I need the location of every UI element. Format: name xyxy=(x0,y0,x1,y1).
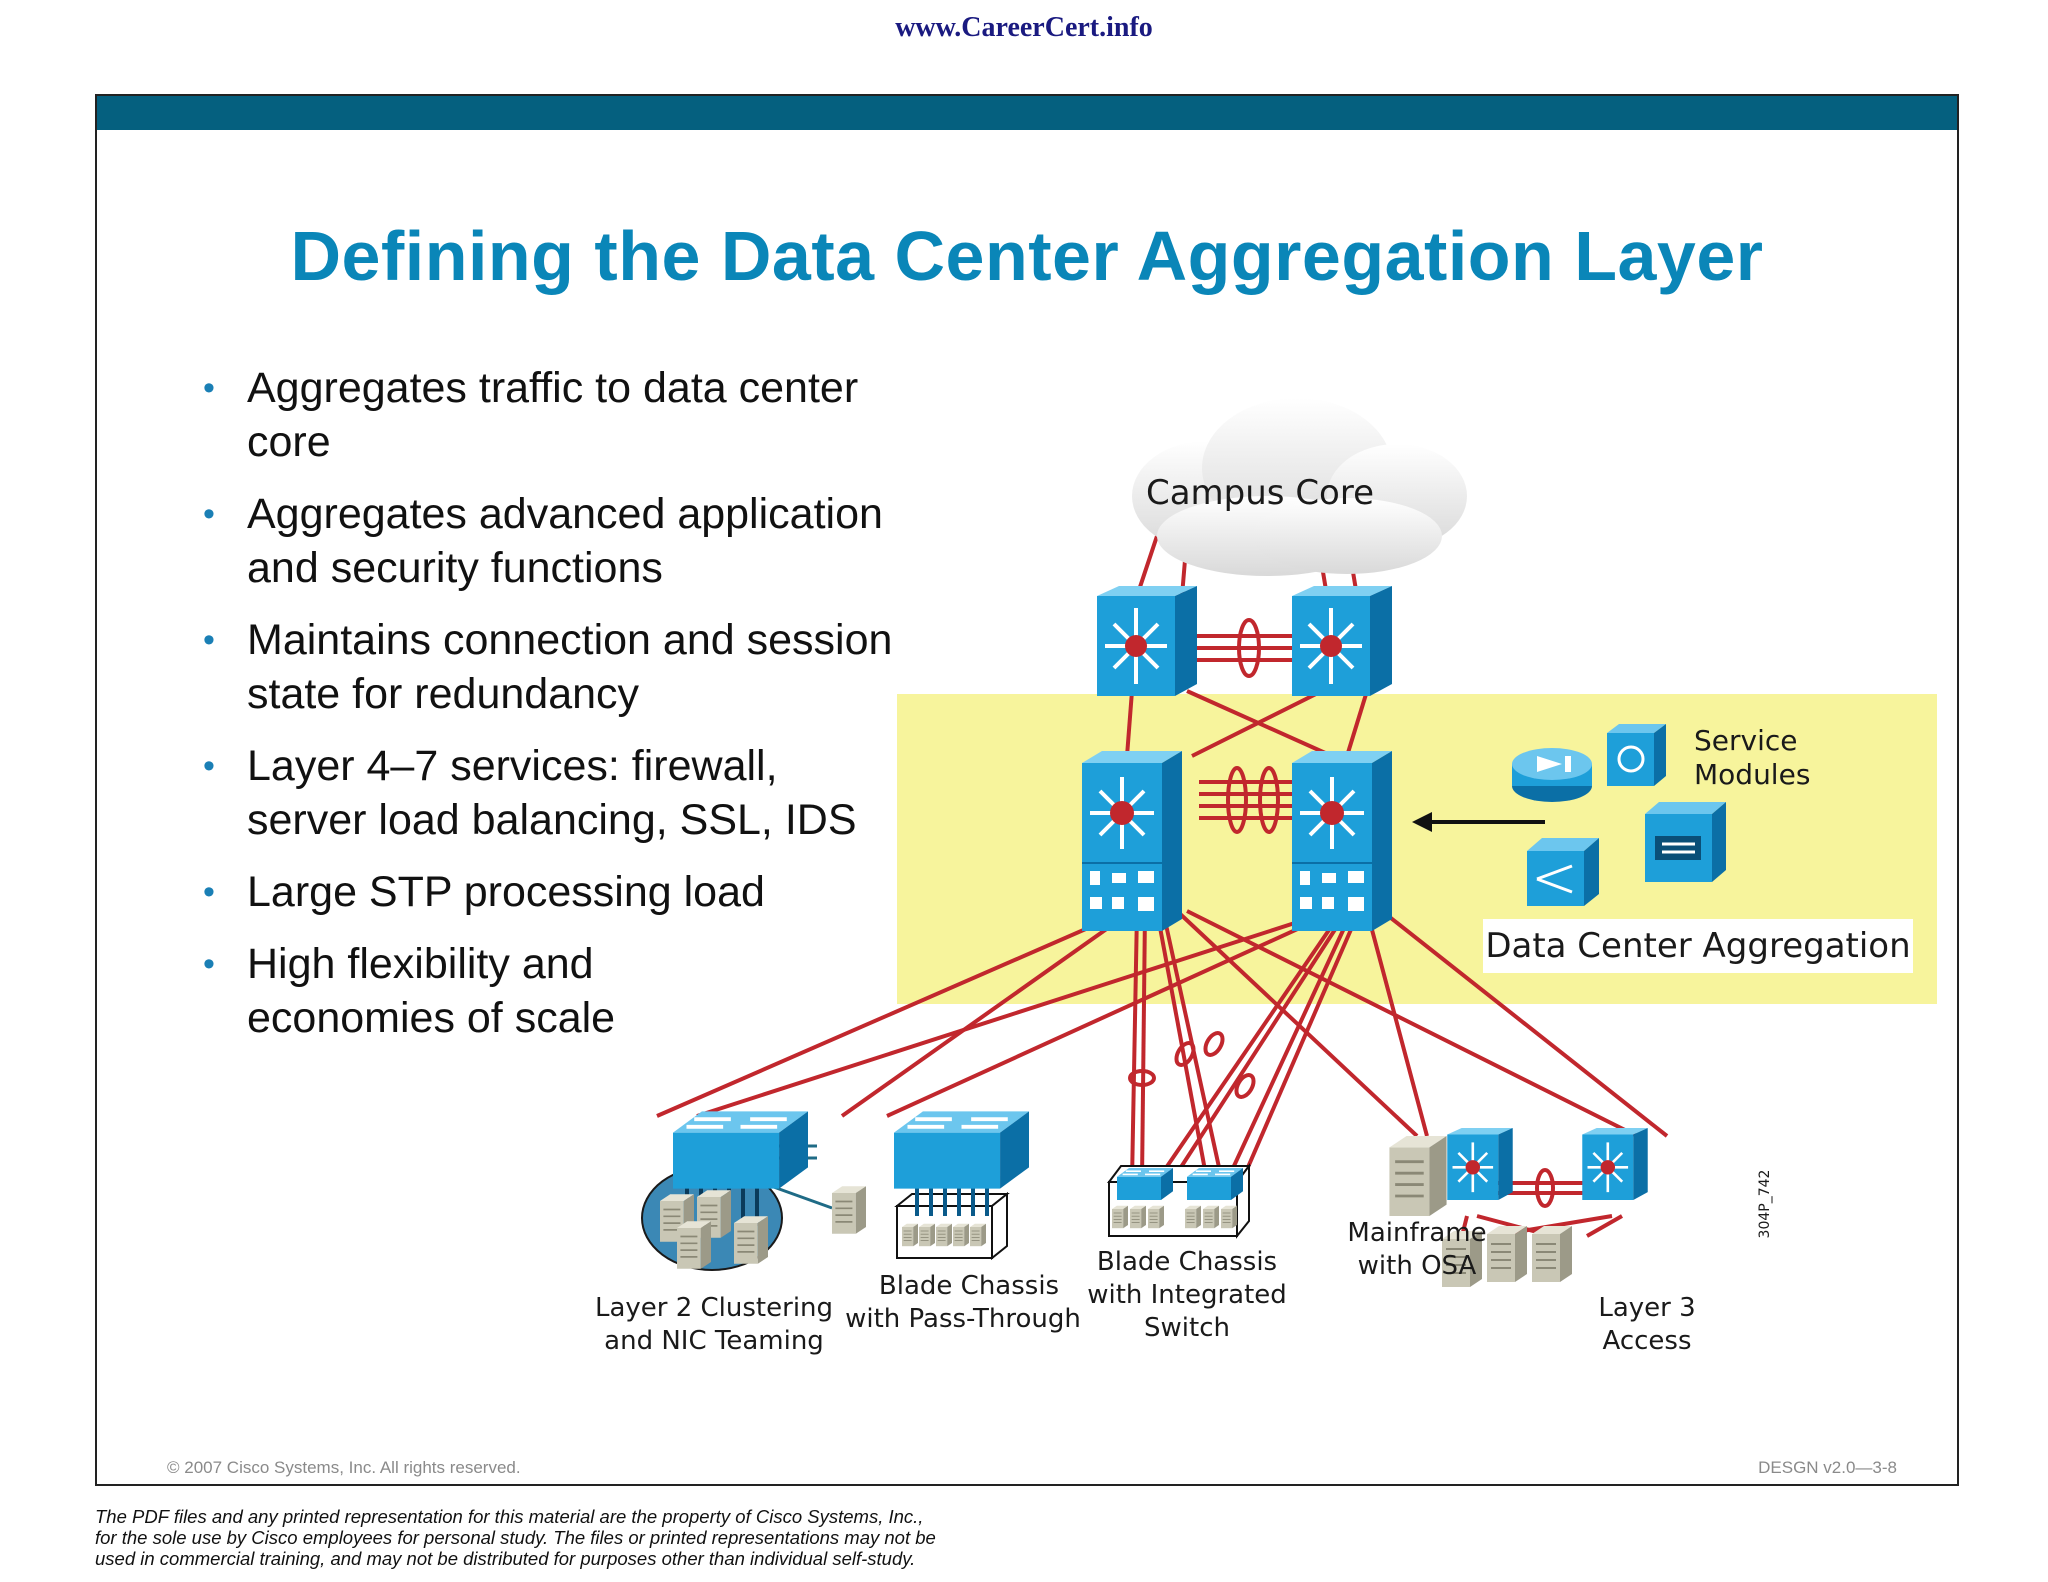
campus-core-cloud xyxy=(1132,398,1467,576)
aggregation-label-box xyxy=(1483,919,1913,973)
bullet-dot: • xyxy=(203,621,215,659)
bullet-dot: • xyxy=(203,873,215,911)
bullet-item: • Maintains connection and session state f… xyxy=(147,613,947,721)
bullet-line: state for redundancy xyxy=(247,670,640,718)
mainframe-icon xyxy=(1387,1136,1449,1216)
bullet-item: • High flexibility and economies of scale xyxy=(147,937,947,1045)
arrow-left-icon xyxy=(1412,812,1545,832)
aggregation-label: Data Center Aggregation xyxy=(1485,926,1910,966)
aggregation-switch-right xyxy=(1292,751,1392,931)
bullet-dot: • xyxy=(203,747,215,785)
blade-passthrough-group xyxy=(894,1111,1029,1261)
bullet-line: Maintains connection and session xyxy=(247,616,893,664)
course-code: DESGN v2.0—3-8 xyxy=(1758,1458,1897,1477)
header-url: www.CareerCert.info xyxy=(895,12,1153,43)
disclaimer-line: used in commercial training, and may not… xyxy=(95,1548,916,1569)
core-router-right xyxy=(1292,586,1392,696)
aggregation-bundle xyxy=(1199,766,1307,834)
disclaimer: The PDF files and any printed representa… xyxy=(95,1506,1195,1569)
endpoint-label: and NIC Teaming xyxy=(604,1326,824,1356)
core-aggregation-links xyxy=(1125,689,1369,758)
bullet-line: Aggregates advanced application xyxy=(247,490,883,538)
campus-core-label: Campus Core xyxy=(1146,473,1374,513)
slide: Defining the Data Center Aggregation Lay… xyxy=(95,94,1959,1486)
copyright: © 2007 Cisco Systems, Inc. All rights re… xyxy=(167,1458,521,1477)
endpoint-label: with OSA xyxy=(1358,1251,1477,1281)
bullet-line: Layer 4–7 services: firewall, xyxy=(247,742,778,790)
disclaimer-line: The PDF files and any printed representa… xyxy=(95,1506,924,1527)
bullet-item: • Aggregates traffic to data center core xyxy=(147,361,947,469)
bullet-dot: • xyxy=(203,495,215,533)
bullet-line: core xyxy=(247,418,331,466)
core-bundle xyxy=(1197,618,1302,678)
layer2-clustering-group xyxy=(641,1111,866,1271)
service-modules-label: Service xyxy=(1694,724,1797,757)
bullet-line: server load balancing, SSL, IDS xyxy=(247,796,857,844)
bullet-item: • Large STP processing load xyxy=(147,865,947,919)
service-modules-icons xyxy=(1512,724,1726,906)
endpoint-label: Layer 3 xyxy=(1598,1293,1695,1323)
bullet-item: • Aggregates advanced application and secu… xyxy=(147,487,947,595)
bullet-dot: • xyxy=(203,945,215,983)
aggregation-switch-left xyxy=(1082,751,1182,931)
endpoint-label: Blade Chassis xyxy=(1097,1247,1277,1277)
endpoint-label: Access xyxy=(1602,1326,1691,1356)
disclaimer-line: for the sole use by Cisco employees for … xyxy=(95,1527,936,1548)
core-router-left xyxy=(1097,586,1197,696)
figure-id: 304P_742 xyxy=(1757,1170,1773,1239)
bullet-line: High flexibility and xyxy=(247,940,594,988)
slide-title: Defining the Data Center Aggregation Lay… xyxy=(290,217,1764,295)
bullet-line: Aggregates traffic to data center xyxy=(247,364,859,412)
endpoint-label: Layer 2 Clustering xyxy=(595,1293,833,1323)
bullet-item: • Layer 4–7 services: firewall, server loa… xyxy=(147,739,947,847)
endpoint-label: with Integrated xyxy=(1087,1280,1287,1310)
bullet-list: • Aggregates traffic to data center core •… xyxy=(147,361,947,1063)
bullet-line: economies of scale xyxy=(247,994,616,1042)
bullet-line: and security functions xyxy=(247,544,663,592)
network-diagram: Campus Core xyxy=(595,398,1937,1356)
endpoint-label: Switch xyxy=(1144,1313,1230,1343)
bullet-line: Large STP processing load xyxy=(247,868,765,916)
slide-top-bar xyxy=(97,96,1957,130)
bullet-dot: • xyxy=(203,369,215,407)
endpoint-label: Mainframe xyxy=(1347,1218,1486,1248)
service-modules-label: Modules xyxy=(1694,758,1810,791)
endpoint-label: Blade Chassis xyxy=(879,1271,1059,1301)
access-links xyxy=(656,909,1669,1183)
blade-integrated-group xyxy=(1107,1163,1251,1239)
endpoint-label: with Pass-Through xyxy=(845,1304,1081,1334)
